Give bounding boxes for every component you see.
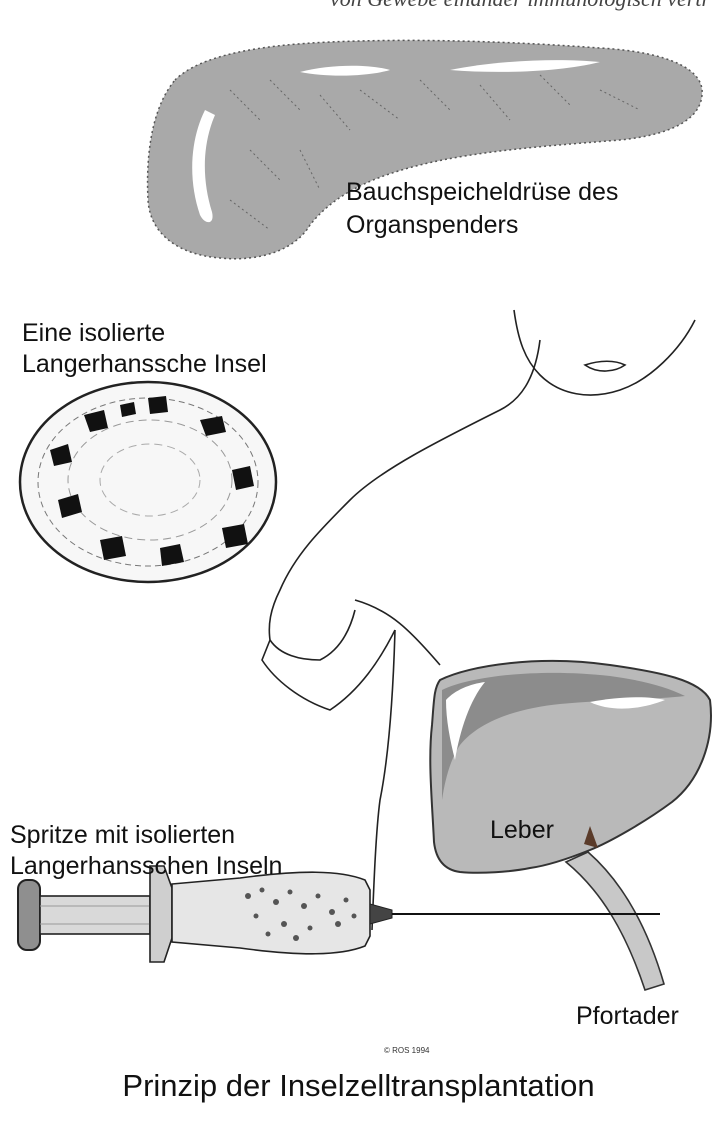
- syringe-label-line2: Langerhansschen Inseln: [10, 851, 282, 882]
- pancreas-label-line2: Organspenders: [346, 210, 518, 241]
- liver-label: Leber: [490, 815, 554, 846]
- islet-label-line1: Eine isolierte: [22, 318, 165, 349]
- islet-label-line2: Langerhanssche Insel: [22, 349, 267, 380]
- figure-caption: Prinzip der Inselzelltransplantation: [0, 1068, 717, 1104]
- copyright-mark: © ROS 1994: [384, 1046, 429, 1055]
- islet-illustration: [20, 382, 276, 582]
- pancreas-label-line1: Bauchspeicheldrüse des: [346, 177, 618, 208]
- portal-vein-label: Pfortader: [576, 1001, 679, 1032]
- syringe-label-line1: Spritze mit isolierten: [10, 820, 235, 851]
- liver-illustration: [430, 661, 711, 990]
